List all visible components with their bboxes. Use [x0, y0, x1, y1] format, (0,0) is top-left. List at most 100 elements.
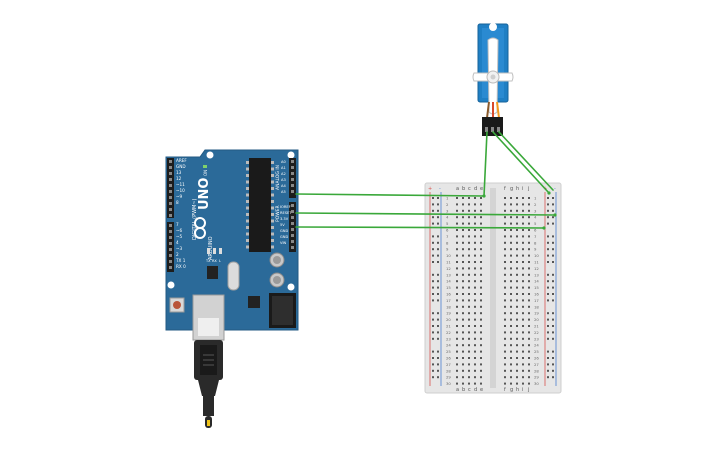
header-pin[interactable] — [169, 224, 172, 227]
rail-hole[interactable] — [547, 254, 549, 257]
breadboard-hole[interactable] — [528, 299, 530, 302]
breadboard-hole[interactable] — [480, 267, 482, 270]
breadboard-hole[interactable] — [468, 286, 470, 289]
header-pin[interactable] — [169, 266, 172, 269]
breadboard-hole[interactable] — [474, 337, 476, 340]
breadboard-hole[interactable] — [510, 222, 512, 225]
breadboard-hole[interactable] — [528, 357, 530, 359]
rail-hole[interactable] — [432, 273, 434, 276]
breadboard-hole[interactable] — [468, 357, 470, 359]
rail-hole[interactable] — [552, 318, 554, 321]
breadboard-hole[interactable] — [516, 331, 518, 334]
rail-hole[interactable] — [547, 318, 549, 321]
breadboard-hole[interactable] — [456, 267, 458, 270]
breadboard-hole[interactable] — [474, 318, 476, 321]
breadboard-hole[interactable] — [462, 203, 464, 206]
breadboard-hole[interactable] — [516, 209, 518, 212]
header-pin[interactable] — [169, 202, 172, 205]
rail-hole[interactable] — [432, 293, 434, 295]
breadboard-hole[interactable] — [480, 273, 482, 276]
breadboard-hole[interactable] — [474, 331, 476, 334]
breadboard-hole[interactable] — [480, 235, 482, 238]
breadboard-hole[interactable] — [468, 209, 470, 212]
breadboard-hole[interactable] — [456, 261, 458, 263]
breadboard-hole[interactable] — [468, 248, 470, 251]
breadboard-hole[interactable] — [516, 305, 518, 308]
breadboard-hole[interactable] — [522, 376, 524, 379]
breadboard-hole[interactable] — [456, 222, 458, 225]
rail-hole[interactable] — [552, 254, 554, 257]
header-pin[interactable] — [291, 222, 294, 225]
header-pin[interactable] — [169, 178, 172, 181]
rail-hole[interactable] — [552, 293, 554, 295]
rail-hole[interactable] — [432, 280, 434, 283]
rail-hole[interactable] — [547, 357, 549, 359]
breadboard-hole[interactable] — [528, 254, 530, 257]
rail-hole[interactable] — [437, 241, 439, 244]
breadboard-hole[interactable] — [480, 216, 482, 219]
breadboard-hole[interactable] — [474, 222, 476, 225]
breadboard-hole[interactable] — [510, 241, 512, 244]
breadboard-hole[interactable] — [456, 280, 458, 283]
rail-hole[interactable] — [432, 197, 434, 199]
breadboard-hole[interactable] — [510, 325, 512, 327]
breadboard-hole[interactable] — [516, 254, 518, 257]
breadboard-hole[interactable] — [480, 203, 482, 206]
breadboard-hole[interactable] — [456, 286, 458, 289]
breadboard-hole[interactable] — [480, 369, 482, 372]
breadboard-hole[interactable] — [516, 267, 518, 270]
breadboard-hole[interactable] — [474, 376, 476, 379]
breadboard-hole[interactable] — [480, 197, 482, 199]
digital-header-upper[interactable] — [167, 158, 174, 218]
breadboard-hole[interactable] — [474, 216, 476, 219]
breadboard-hole[interactable] — [468, 318, 470, 321]
rail-hole[interactable] — [547, 273, 549, 276]
breadboard-hole[interactable] — [474, 203, 476, 206]
breadboard-hole[interactable] — [504, 197, 506, 199]
breadboard-hole[interactable] — [462, 357, 464, 359]
breadboard-hole[interactable] — [474, 229, 476, 231]
rail-hole[interactable] — [547, 222, 549, 225]
breadboard-hole[interactable] — [462, 280, 464, 283]
header-pin[interactable] — [169, 254, 172, 257]
breadboard-hole[interactable] — [504, 363, 506, 366]
breadboard-hole[interactable] — [528, 305, 530, 308]
breadboard-hole[interactable] — [522, 248, 524, 251]
rail-hole[interactable] — [552, 261, 554, 263]
breadboard-hole[interactable] — [468, 273, 470, 276]
breadboard-hole[interactable] — [516, 299, 518, 302]
rail-hole[interactable] — [552, 216, 554, 219]
header-pin[interactable] — [169, 236, 172, 239]
breadboard-hole[interactable] — [480, 337, 482, 340]
breadboard-hole[interactable] — [474, 273, 476, 276]
breadboard-hole[interactable] — [528, 369, 530, 372]
breadboard-hole[interactable] — [522, 293, 524, 295]
rail-hole[interactable] — [547, 203, 549, 206]
breadboard-hole[interactable] — [462, 209, 464, 212]
breadboard-hole[interactable] — [510, 337, 512, 340]
breadboard-hole[interactable] — [528, 267, 530, 270]
rail-hole[interactable] — [432, 261, 434, 263]
breadboard-hole[interactable] — [468, 293, 470, 295]
breadboard-hole[interactable] — [522, 382, 524, 385]
breadboard-hole[interactable] — [504, 331, 506, 334]
breadboard-hole[interactable] — [504, 241, 506, 244]
breadboard-hole[interactable] — [468, 267, 470, 270]
breadboard-hole[interactable] — [528, 331, 530, 334]
breadboard-hole[interactable] — [474, 286, 476, 289]
header-pin[interactable] — [291, 166, 294, 169]
breadboard-hole[interactable] — [462, 229, 464, 231]
rail-hole[interactable] — [437, 235, 439, 238]
breadboard-hole[interactable] — [462, 286, 464, 289]
breadboard-hole[interactable] — [468, 203, 470, 206]
breadboard-hole[interactable] — [504, 261, 506, 263]
rail-hole[interactable] — [552, 248, 554, 251]
breadboard-hole[interactable] — [480, 209, 482, 212]
wire-servo-ground[interactable] — [498, 131, 554, 191]
breadboard-hole[interactable] — [456, 331, 458, 334]
breadboard-hole[interactable] — [516, 280, 518, 283]
breadboard-hole[interactable] — [528, 325, 530, 327]
breadboard-hole[interactable] — [510, 369, 512, 372]
breadboard-hole[interactable] — [480, 382, 482, 385]
breadboard-hole[interactable] — [456, 344, 458, 347]
